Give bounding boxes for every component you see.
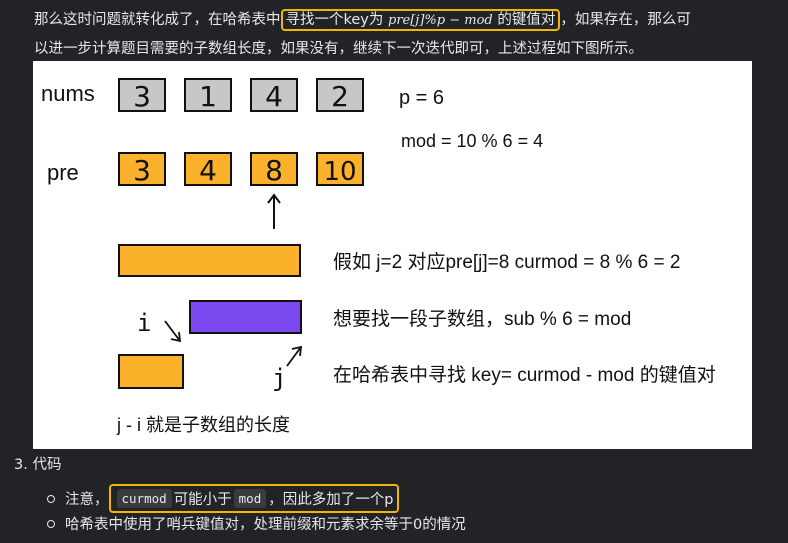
key-explanation: 在哈希表中寻找 key= curmod - mod 的键值对: [333, 364, 716, 386]
diagram-svg: nums pre 3 1 4 2 3 4 8 10 p = 6 mod = 10…: [41, 78, 716, 435]
length-explanation: j - i 就是子数组的长度: [116, 415, 290, 435]
pre-label: pre: [47, 160, 79, 185]
j-label: j: [272, 364, 286, 392]
section-heading: 3. 代码: [14, 453, 61, 474]
pre-cell: [316, 152, 364, 186]
highlighted-key-phrase: 寻找一个key为 pre[j]%p − mod 的键值对: [280, 9, 561, 31]
pre-cell: [250, 152, 298, 186]
i-arrow-icon: [164, 320, 182, 343]
pre-value: 8: [265, 154, 283, 187]
nums-cell: [250, 78, 298, 112]
prefix-bar-i: [118, 354, 184, 389]
bullet-circle-icon: [47, 494, 55, 503]
list-item: 注意， curmod 可能小于 mod ，因此多加了一个p: [47, 484, 400, 513]
diagram-figure: nums pre 3 1 4 2 3 4 8 10 p = 6 mod = 10…: [33, 61, 752, 449]
nums-value: 3: [133, 80, 151, 113]
bullet-circle-icon: [47, 519, 55, 528]
pre-array: 3 4 8 10: [118, 152, 364, 187]
pre-cell: [184, 152, 232, 186]
explanation-paragraph: 那么这时问题就转化成了，在哈希表中寻找一个key为 pre[j]%p − mod…: [34, 6, 774, 63]
pre-cell: [118, 152, 166, 186]
nums-cell: [118, 78, 166, 112]
pre-value: 10: [323, 157, 356, 187]
nums-cell: [316, 78, 364, 112]
nums-value: 4: [265, 80, 283, 113]
inline-code: curmod: [116, 489, 172, 508]
nums-cell: [184, 78, 232, 112]
paragraph-part1: 那么这时问题就转化成了，在哈希表中: [34, 12, 281, 28]
pre-value: 4: [199, 154, 217, 187]
nums-label: nums: [41, 81, 95, 106]
highlight-text: 寻找一个key为: [285, 12, 388, 28]
mod-value-text: mod = 10 % 6 = 4: [401, 131, 543, 151]
p-value-text: p = 6: [399, 87, 444, 109]
pre-value: 3: [133, 154, 151, 187]
paragraph-part2: ，如果存在，那么可: [560, 12, 691, 28]
formula: pre[j]%p − mod: [388, 13, 493, 28]
list-item-text: 注意，: [65, 492, 109, 508]
paragraph-line2: 以进一步计算题目需要的子数组长度，如果没有，继续下一次迭代即可，上述过程如下图所…: [34, 41, 643, 57]
nums-value: 1: [199, 80, 217, 113]
nums-value: 2: [331, 80, 349, 113]
list-item: 哈希表中使用了哨兵键值对，处理前缀和元素求余等于0的情况: [47, 513, 466, 534]
inline-code: mod: [233, 489, 267, 508]
list-item-text: 可能小于: [173, 492, 232, 508]
nums-array: 3 1 4 2: [118, 78, 364, 113]
highlighted-note: curmod 可能小于 mod ，因此多加了一个p: [108, 484, 400, 513]
list-item-text: ，因此多加了一个p: [268, 492, 394, 508]
highlight-tail: 的键值对: [492, 12, 556, 28]
subarray-bar: [189, 300, 302, 334]
j-arrow-icon: [286, 345, 303, 367]
subarray-explanation: 想要找一段子数组，sub % 6 = mod: [333, 308, 631, 330]
list-item-text: 哈希表中使用了哨兵键值对，处理前缀和元素求余等于0的情况: [65, 517, 466, 533]
curmod-explanation: 假如 j=2 对应pre[j]=8 curmod = 8 % 6 = 2: [333, 251, 680, 273]
prefix-bar-j: [118, 244, 301, 277]
i-label: i: [137, 309, 151, 337]
section-title: 代码: [32, 457, 62, 473]
section-number: 3.: [14, 457, 28, 473]
up-arrow-icon: [267, 193, 281, 229]
